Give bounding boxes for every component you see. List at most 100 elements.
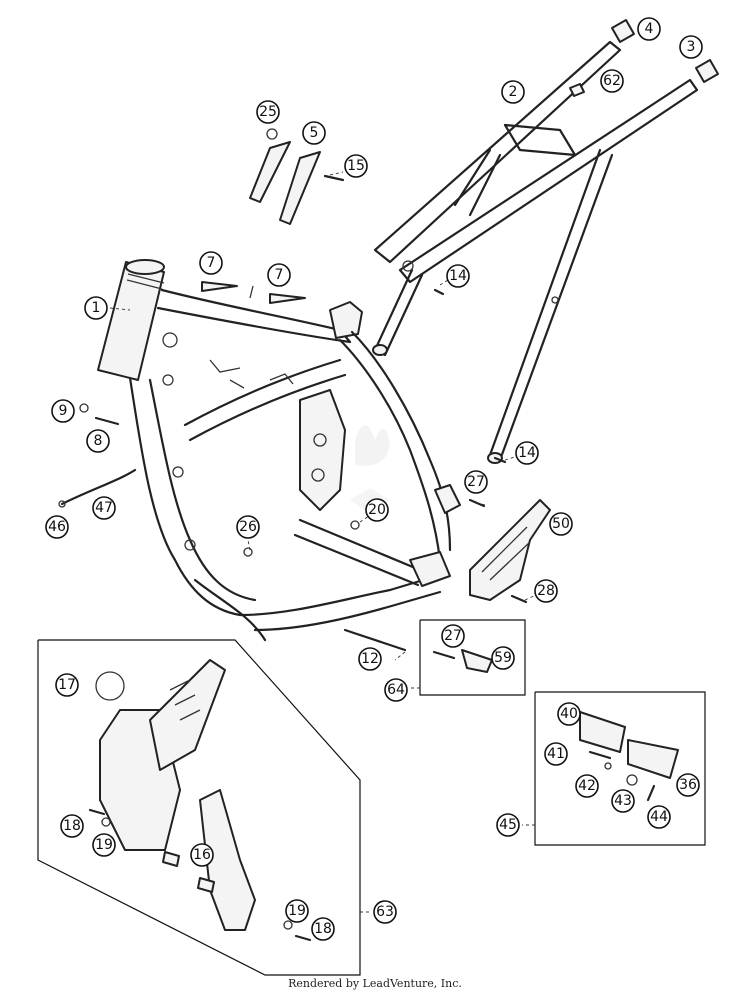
kit-45-box xyxy=(522,691,706,846)
svg-text:19: 19 xyxy=(95,837,113,853)
clamp-17 xyxy=(95,671,125,701)
callout-41[interactable]: 41 xyxy=(544,742,568,766)
bracket-left xyxy=(249,141,291,203)
lower-cross-tube xyxy=(298,518,422,572)
svg-text:63: 63 xyxy=(376,904,394,920)
svg-text:64: 64 xyxy=(387,682,405,698)
plug-62 xyxy=(569,83,585,97)
callout-25[interactable]: 25 xyxy=(256,100,280,124)
callout-4[interactable]: 4 xyxy=(637,17,661,41)
svg-text:8: 8 xyxy=(94,433,103,449)
callout-8[interactable]: 8 xyxy=(86,429,110,453)
chain-guide xyxy=(469,499,551,601)
svg-text:7: 7 xyxy=(207,255,216,271)
rear-subframe xyxy=(372,40,699,464)
frame-guard-left-outer xyxy=(149,659,226,771)
steering-head-tube xyxy=(97,261,165,381)
svg-text:36: 36 xyxy=(679,777,697,793)
callout-26[interactable]: 26 xyxy=(236,515,260,539)
svg-text:12: 12 xyxy=(361,651,379,667)
callout-59[interactable]: 59 xyxy=(491,646,515,670)
main-frame xyxy=(97,259,461,642)
svg-text:18: 18 xyxy=(63,818,81,834)
callout-5[interactable]: 5 xyxy=(302,121,326,145)
callout-7a[interactable]: 7 xyxy=(199,251,223,275)
frame-guard-right xyxy=(199,789,256,931)
top-tube xyxy=(156,288,352,344)
svg-text:2: 2 xyxy=(509,84,518,100)
svg-text:41: 41 xyxy=(547,746,565,762)
svg-text:15: 15 xyxy=(347,158,365,174)
nut-25 xyxy=(266,128,278,140)
callout-19a[interactable]: 19 xyxy=(92,833,116,857)
callout-27b[interactable]: 27 xyxy=(441,624,465,648)
svg-text:7: 7 xyxy=(275,267,284,283)
spacer-16-a xyxy=(162,851,180,867)
svg-text:50: 50 xyxy=(552,516,570,532)
pin-41 xyxy=(588,750,612,760)
pad-left xyxy=(201,281,238,292)
callout-36[interactable]: 36 xyxy=(676,773,700,797)
bolt-15 xyxy=(323,174,345,182)
kit-63-box xyxy=(37,639,372,976)
svg-text:46: 46 xyxy=(48,519,66,535)
svg-text:14: 14 xyxy=(449,268,467,284)
callout-14b[interactable]: 14 xyxy=(515,441,539,465)
top-mount-bracket xyxy=(329,301,363,339)
clip-46 xyxy=(58,500,66,508)
callout-2[interactable]: 2 xyxy=(501,80,525,104)
svg-text:4: 4 xyxy=(645,21,654,37)
washer-19-left xyxy=(101,817,111,827)
callout-7b[interactable]: 7 xyxy=(267,263,291,287)
svg-text:27: 27 xyxy=(467,474,485,490)
callout-18a[interactable]: 18 xyxy=(60,814,84,838)
callout-12[interactable]: 12 xyxy=(358,647,382,671)
callout-14a[interactable]: 14 xyxy=(446,264,470,288)
subframe-top-rail-right xyxy=(398,78,699,284)
spring-42 xyxy=(604,762,612,770)
down-tube-right xyxy=(148,378,257,602)
callout-40[interactable]: 40 xyxy=(557,702,581,726)
main-spar xyxy=(338,338,442,562)
callout-28[interactable]: 28 xyxy=(534,579,558,603)
steering-head-top xyxy=(125,259,165,275)
callout-46[interactable]: 46 xyxy=(45,515,69,539)
subframe-top-rail xyxy=(373,40,622,264)
svg-text:5: 5 xyxy=(310,125,319,141)
bolt-14-lower xyxy=(493,456,507,464)
svg-text:25: 25 xyxy=(259,104,277,120)
subframe-strut-left xyxy=(373,268,424,357)
callout-19b[interactable]: 19 xyxy=(285,899,309,923)
bracket-59 xyxy=(461,649,493,673)
bracket-right xyxy=(279,151,321,225)
callout-15[interactable]: 15 xyxy=(344,154,368,178)
screw-18-left xyxy=(88,808,106,816)
callout-20[interactable]: 20 xyxy=(365,498,389,522)
hose-47 xyxy=(60,468,137,506)
callout-45[interactable]: 45 xyxy=(496,813,520,837)
callout-9[interactable]: 9 xyxy=(51,399,75,423)
callout-47[interactable]: 47 xyxy=(92,496,116,520)
callout-1[interactable]: 1 xyxy=(84,296,108,320)
callout-64[interactable]: 64 xyxy=(384,678,408,702)
svg-text:17: 17 xyxy=(58,677,76,693)
svg-text:59: 59 xyxy=(494,650,512,666)
callout-44[interactable]: 44 xyxy=(647,805,671,829)
brackets xyxy=(249,128,345,225)
callout-18b[interactable]: 18 xyxy=(311,917,335,941)
svg-text:27: 27 xyxy=(444,628,462,644)
svg-text:62: 62 xyxy=(603,73,621,89)
footer-credit: Rendered by LeadVenture, Inc. xyxy=(288,977,462,990)
callout-3[interactable]: 3 xyxy=(679,35,703,59)
callout-27a[interactable]: 27 xyxy=(464,470,488,494)
callout-50[interactable]: 50 xyxy=(549,512,573,536)
washer-43 xyxy=(626,774,638,786)
callout-17[interactable]: 17 xyxy=(55,673,79,697)
callout-42[interactable]: 42 xyxy=(575,774,599,798)
callout-63[interactable]: 63 xyxy=(373,900,397,924)
callout-62[interactable]: 62 xyxy=(600,69,624,93)
callout-43[interactable]: 43 xyxy=(611,789,635,813)
callout-16[interactable]: 16 xyxy=(190,843,214,867)
subframe-end-caps xyxy=(569,19,719,97)
